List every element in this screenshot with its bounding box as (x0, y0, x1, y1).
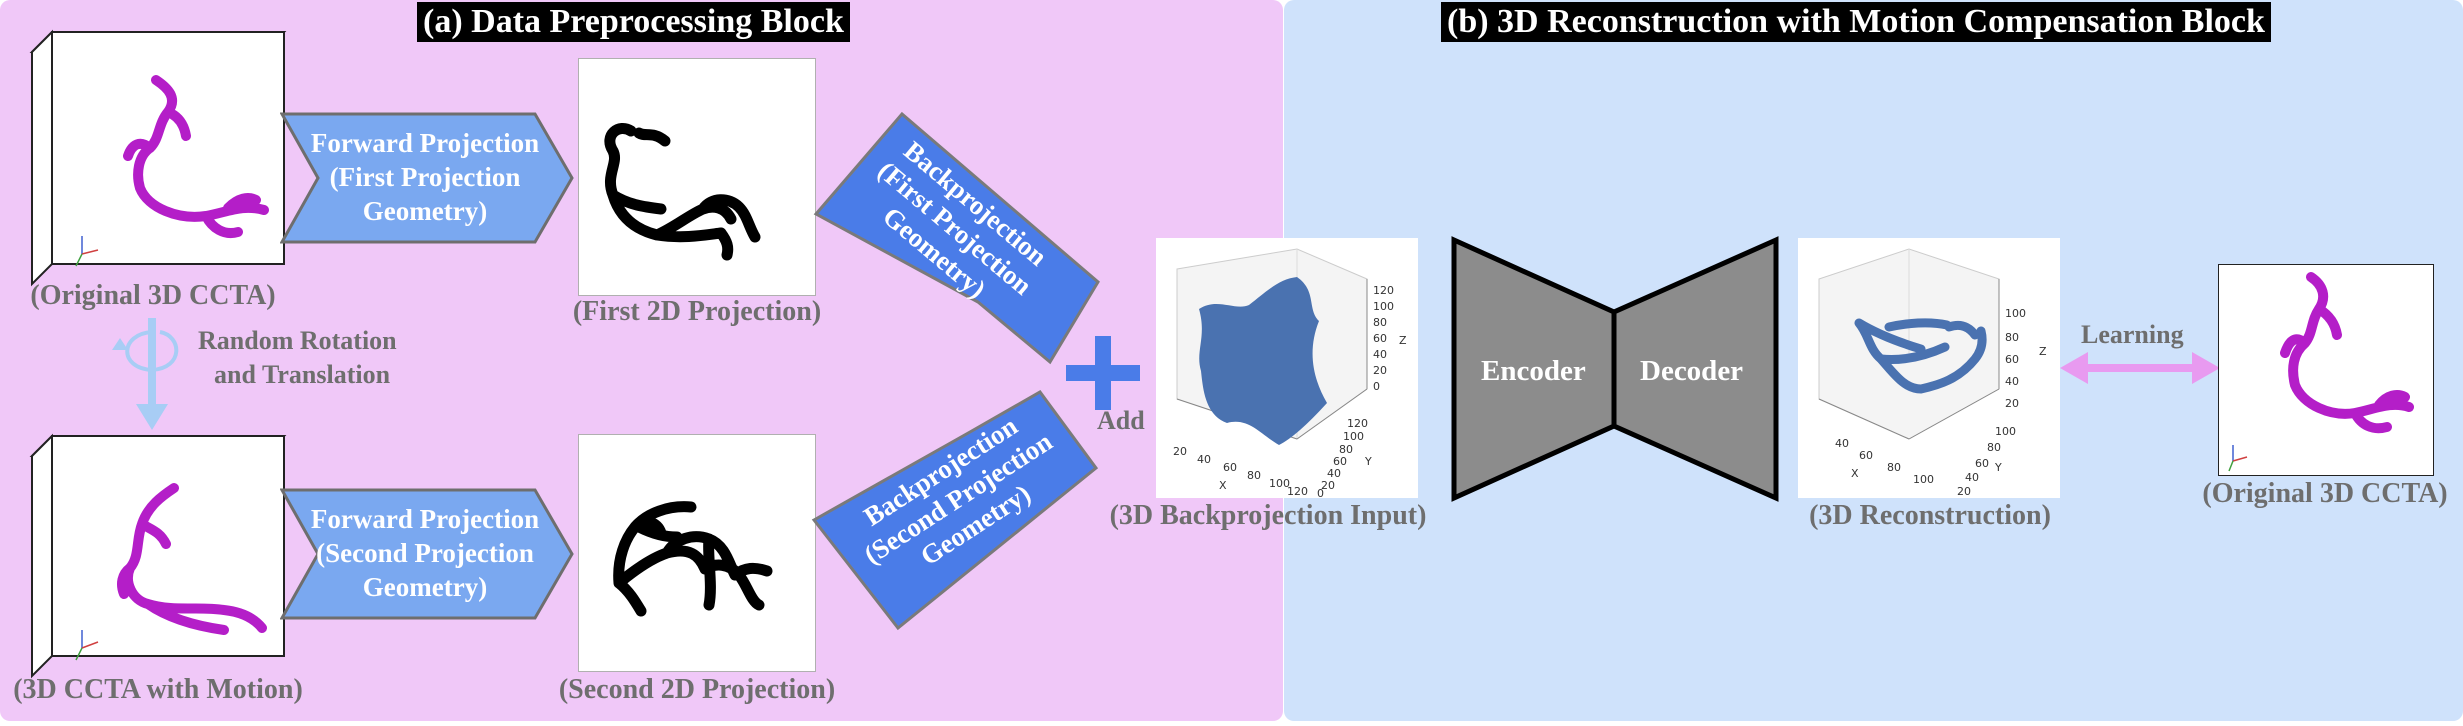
backprojection-second-arrow (811, 390, 1099, 631)
rc-x-axis-label: X (1851, 467, 1859, 480)
panel-b-title: (b) 3D Reconstruction with Motion Compen… (1441, 2, 2271, 42)
motion-arrow (112, 318, 179, 430)
bp-x-tick: 40 (1197, 453, 1211, 466)
rc-x-tick: 100 (1913, 473, 1934, 486)
bp-y-tick: 120 (1347, 417, 1368, 430)
bp-y-tick: 100 (1343, 430, 1364, 443)
caption-second-2d: (Second 2D Projection) (558, 674, 836, 705)
rc-z-tick: 60 (2005, 353, 2019, 366)
bp-z-tick: 120 (1373, 284, 1394, 297)
caption-first-2d: (First 2D Projection) (572, 296, 822, 327)
encoder-label: Encoder (1481, 355, 1586, 387)
forward-projection-second-label: Forward Projection (Second Projection Ge… (296, 502, 554, 604)
bp-y-tick: 20 (1321, 479, 1335, 492)
bp-x-tick: 60 (1223, 461, 1237, 474)
forward-projection-second-arrow (280, 488, 574, 620)
bp-y-tick: 80 (1339, 443, 1353, 456)
encoder-decoder-network (1451, 236, 1779, 502)
caption-original-ccta-right: (Original 3D CCTA) (2202, 478, 2448, 509)
forward-second-line-2: (Second Projection (316, 538, 534, 568)
rc-z-axis-label: Z (2039, 345, 2047, 358)
bp-y-axis-label: Y (1364, 455, 1372, 468)
rc-z-tick: 80 (2005, 331, 2019, 344)
add-label: Add (1097, 406, 1145, 435)
rc-z-tick: 40 (2005, 375, 2019, 388)
rc-y-tick: 80 (1987, 441, 2001, 454)
bp-x-tick: 100 (1269, 477, 1290, 490)
ccta-with-motion-volume (28, 432, 288, 680)
caption-original-ccta: (Original 3D CCTA) (30, 280, 276, 311)
bp-z-axis-label: Z (1399, 334, 1407, 347)
original-ccta-volume (28, 28, 288, 288)
forward-projection-first-label: Forward Projection (First Projection Geo… (300, 126, 550, 228)
reconstruction-3d-plot: 100 80 60 40 20 Z 100 80 60 40 20 Y 40 6… (1798, 238, 2060, 498)
caption-ccta-motion: (3D CCTA with Motion) (13, 674, 303, 705)
backprojection-3d-plot: 120 100 80 60 40 20 0 Z 120 100 80 60 40… (1156, 238, 1418, 498)
bp-z-tick: 60 (1373, 332, 1387, 345)
bp-z-tick: 40 (1373, 348, 1387, 361)
bp-y-tick: 40 (1327, 467, 1341, 480)
bp-z-tick: 100 (1373, 300, 1394, 313)
rc-y-tick: 20 (1957, 485, 1971, 497)
bp-z-tick: 0 (1373, 380, 1380, 393)
caption-backprojection-input: (3D Backprojection Input) (1109, 500, 1427, 531)
rc-x-tick: 80 (1887, 461, 1901, 474)
bp-y-tick: 60 (1333, 455, 1347, 468)
original-ccta-target-image (2218, 264, 2434, 476)
panel-a-title: (a) Data Preprocessing Block (417, 2, 850, 42)
bp-z-tick: 20 (1373, 364, 1387, 377)
motion-label-1: Random Rotation (198, 326, 397, 355)
rc-y-tick: 40 (1965, 471, 1979, 484)
forward-first-line-2: (First Projection (329, 162, 521, 192)
bp-x-tick: 20 (1173, 445, 1187, 458)
backprojection-first-arrow (813, 111, 1100, 365)
motion-label-2: and Translation (214, 360, 391, 389)
decoder-label: Decoder (1640, 355, 1744, 387)
learning-label: Learning (2081, 320, 2184, 349)
rc-x-tick: 60 (1859, 449, 1873, 462)
forward-projection-first-arrow (280, 112, 574, 244)
bp-x-tick: 120 (1287, 485, 1308, 497)
first-2d-projection-image (578, 58, 816, 296)
rc-x-tick: 40 (1835, 437, 1849, 450)
bp-x-tick: 80 (1247, 469, 1261, 482)
bp-x-axis-label: X (1219, 479, 1227, 492)
rc-y-tick: 60 (1975, 457, 1989, 470)
forward-first-line-1: Forward Projection (310, 128, 540, 158)
bp-y-tick: 0 (1317, 487, 1324, 497)
add-plus-icon (1066, 336, 1140, 410)
learning-arrow (2060, 352, 2220, 384)
rc-y-tick: 100 (1995, 425, 2016, 438)
rc-z-tick: 100 (2005, 307, 2026, 320)
rc-y-axis-label: Y (1994, 461, 2002, 474)
bp-z-tick: 80 (1373, 316, 1387, 329)
forward-second-line-3: Geometry) (362, 572, 488, 602)
second-2d-projection-image (578, 434, 816, 672)
forward-second-line-1: Forward Projection (310, 504, 540, 534)
caption-reconstruction: (3D Reconstruction) (1809, 500, 2051, 531)
forward-first-line-3: Geometry) (362, 196, 488, 226)
rc-z-tick: 20 (2005, 397, 2019, 410)
